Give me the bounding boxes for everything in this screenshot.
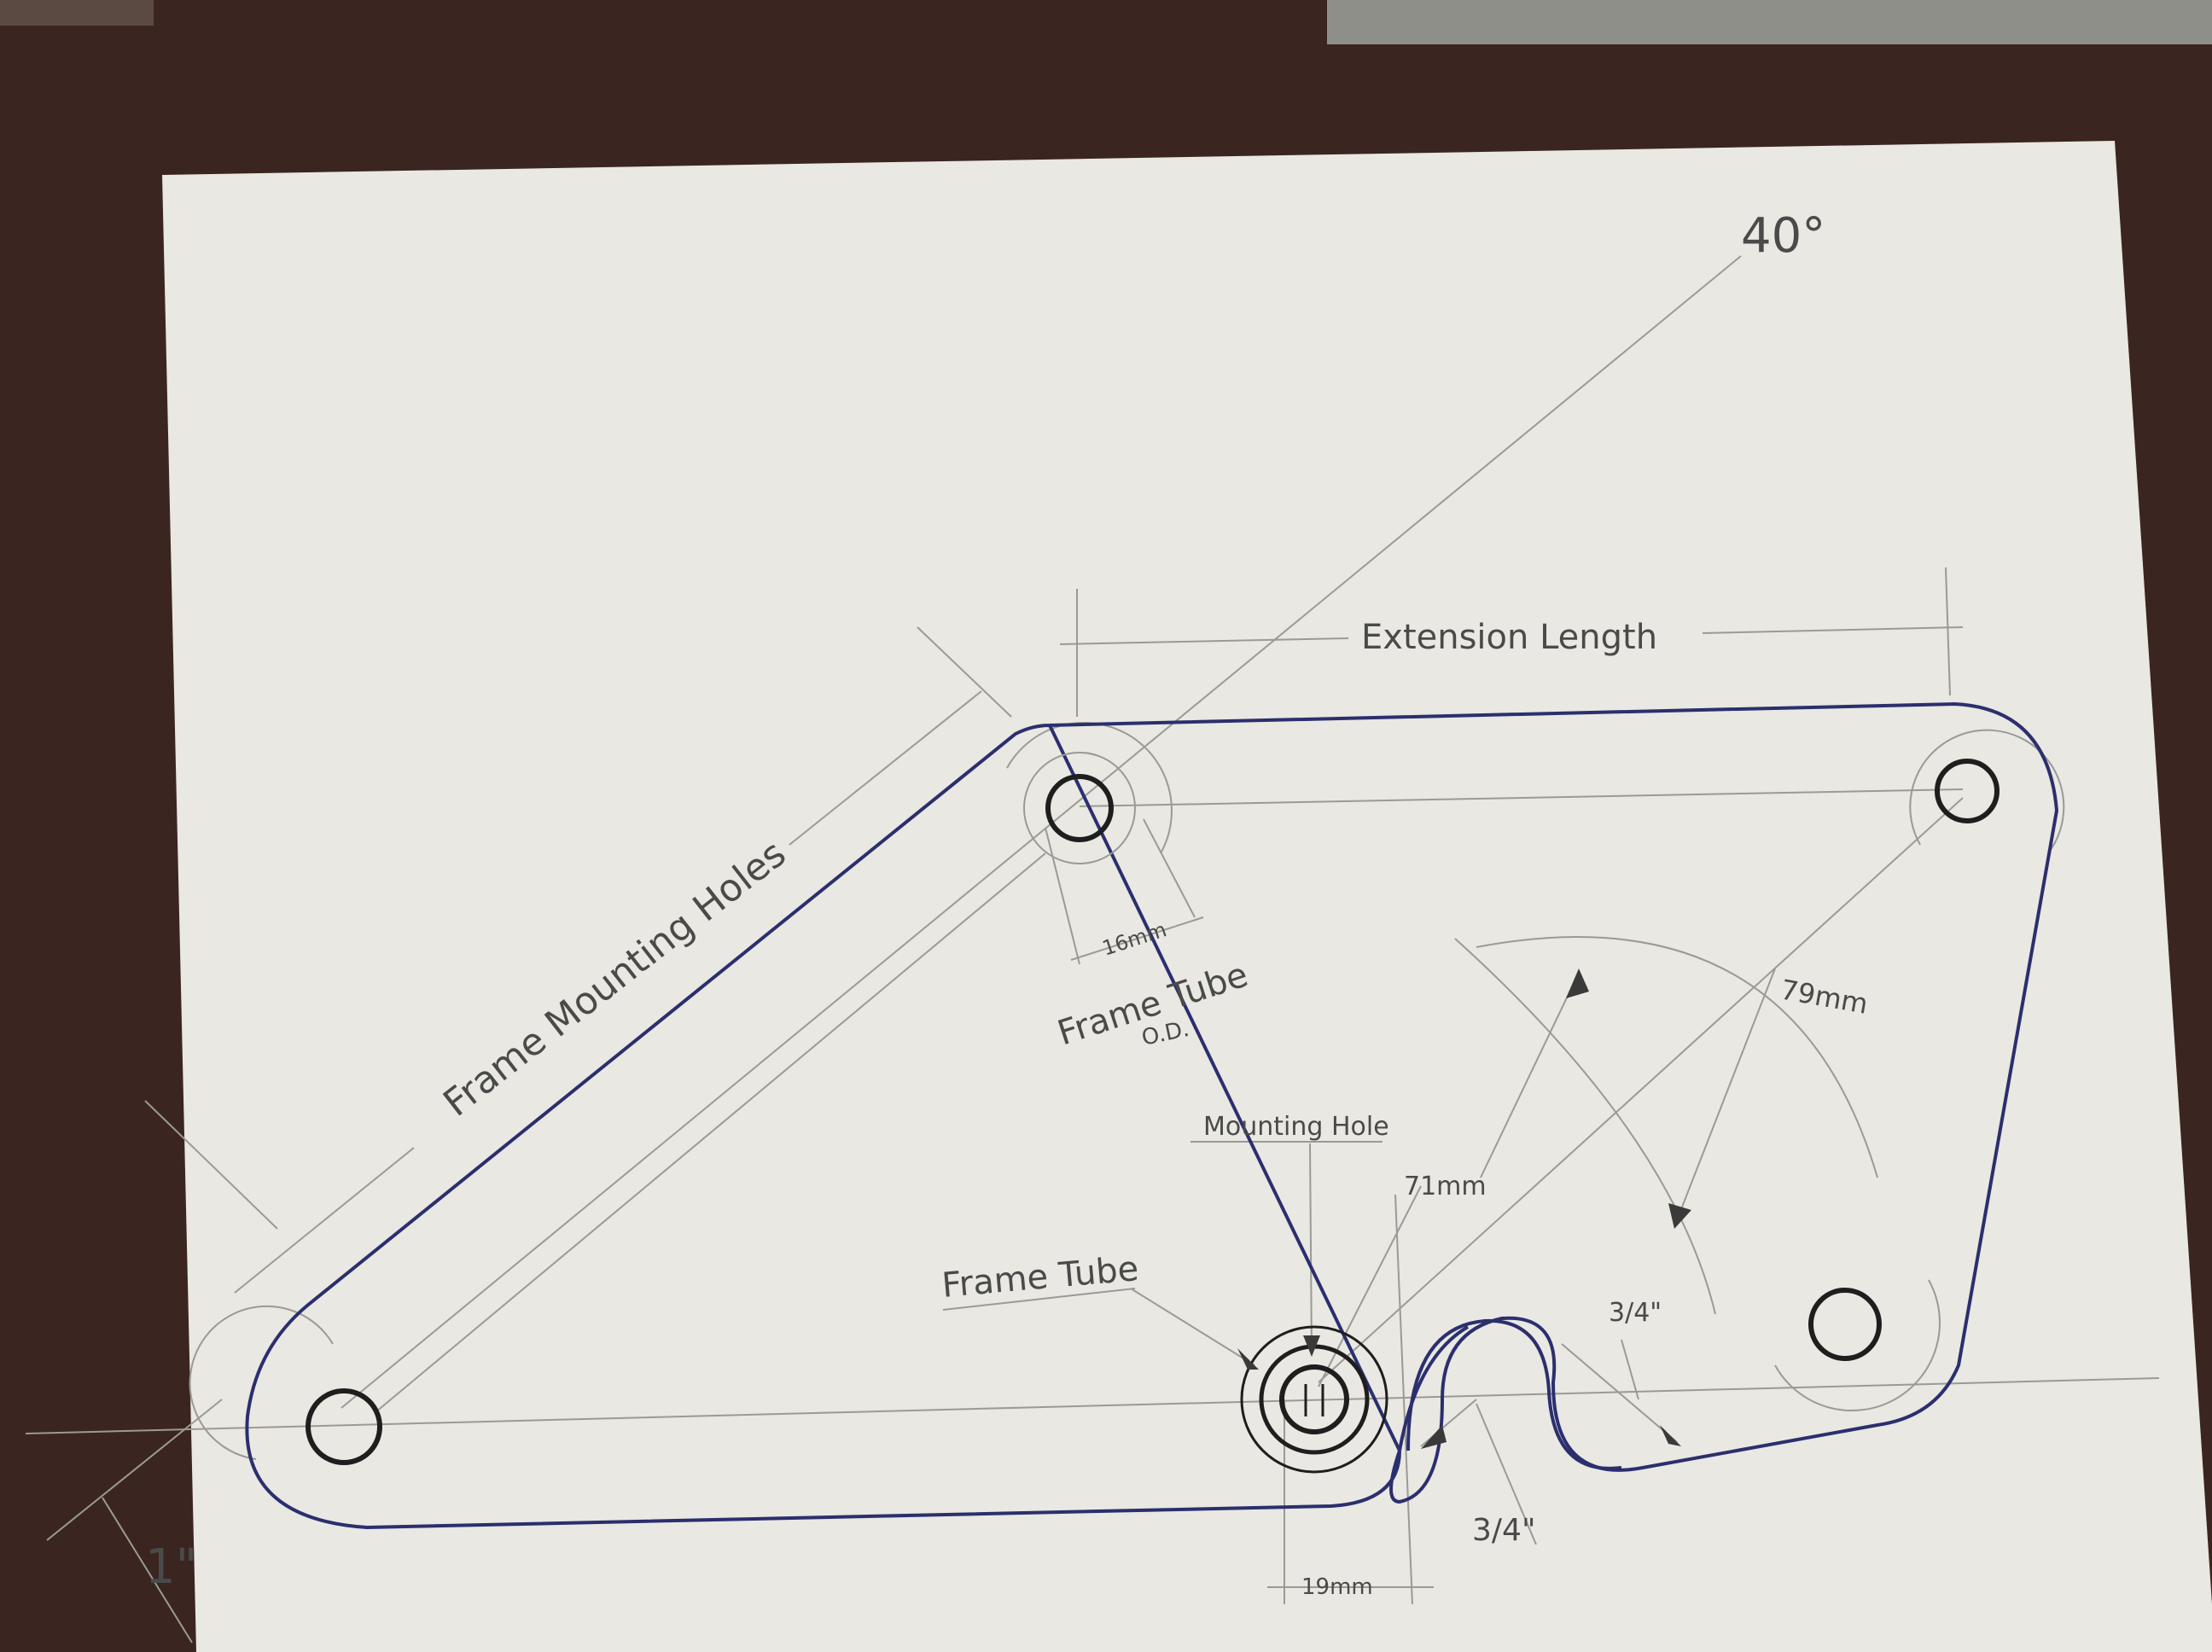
- label-angle: 40°: [1741, 208, 1825, 264]
- label-71mm: 71mm: [1404, 1172, 1487, 1201]
- wave-cutout: [1406, 1318, 1622, 1470]
- bracket-outline: [245, 701, 2059, 1530]
- hole-frame-tube-inner: [1279, 1364, 1349, 1434]
- fmh-dim-line-lower: [234, 1147, 415, 1294]
- ext-dim-line-right: [1702, 626, 1964, 634]
- quarter-top-dim: [1561, 1343, 1678, 1443]
- diagonal-79mm-line: [1318, 797, 1964, 1383]
- arrow-up-head: [1566, 969, 1589, 998]
- arc-right-top-hole: [1909, 729, 2065, 854]
- object-top-left: [0, 0, 154, 26]
- arrowheads: [1237, 969, 1691, 1449]
- arc-large-79mm: [1476, 936, 1878, 1178]
- seventy-one-leader: [1318, 1185, 1422, 1387]
- one-inch-dim-line: [102, 1497, 193, 1643]
- label-extension-length: Extension Length: [1361, 618, 1657, 657]
- hole-bottom-left: [306, 1388, 382, 1465]
- arrow-down-shaft: [1676, 968, 1776, 1221]
- frame-tube-leader: [1130, 1288, 1255, 1366]
- mounting-hole-leader: [1309, 1143, 1313, 1353]
- hole-top-right: [1935, 759, 2000, 823]
- fmh-tick-top: [917, 626, 1012, 718]
- label-three-quarter-bottom: 3/4": [1472, 1513, 1536, 1548]
- label-three-quarter-top: 3/4": [1609, 1298, 1662, 1328]
- label-mounting-hole: Mounting Hole: [1203, 1112, 1389, 1142]
- arrow-down-head: [1668, 1203, 1691, 1229]
- label-19mm: 19mm: [1301, 1574, 1373, 1600]
- hole-right-lower: [1808, 1288, 1882, 1361]
- arrow-quarter-right: [1660, 1425, 1681, 1446]
- quarter-bottom-ext: [1476, 1403, 1537, 1545]
- arrow-up-shaft: [1480, 972, 1580, 1178]
- object-top-right: [1327, 0, 2212, 44]
- od-ext-right: [1143, 818, 1196, 918]
- bracket-perimeter: [245, 701, 2059, 1530]
- fmh-tick-bottom: [144, 1100, 278, 1230]
- fmh-dim-line-upper: [789, 690, 982, 846]
- quarter-top-ext: [1621, 1339, 1639, 1400]
- arc-right-lower-hole: [1774, 1279, 1941, 1411]
- holes: [306, 752, 2000, 1474]
- arrow-quarter-left: [1421, 1425, 1447, 1449]
- frame-tube-underline: [942, 1288, 1136, 1311]
- ext-dim-line-left: [1059, 637, 1349, 645]
- od-ext-left: [1045, 827, 1080, 965]
- lower-guide-line: [375, 852, 1046, 1413]
- od-dim-line: [1070, 916, 1204, 961]
- arc-top-left-hole: [1006, 722, 1173, 854]
- hole-top-left-outer-ring: [1023, 752, 1136, 864]
- hole-top-left: [1045, 774, 1114, 842]
- hole-frame-tube-outer: [1240, 1325, 1388, 1474]
- one-inch-ext: [46, 1399, 223, 1541]
- top-center-line: [1079, 788, 1964, 807]
- arrow-frame-tube-head: [1237, 1348, 1259, 1370]
- label-one-inch: 1": [145, 1539, 197, 1595]
- paper-sheet: [162, 141, 2212, 1652]
- arrow-mounting-head: [1303, 1335, 1320, 1357]
- angle-reference-line: [341, 255, 1742, 1409]
- ext-dim-right-tick: [1945, 567, 1951, 696]
- nineteen-mm-ext-right: [1394, 1194, 1413, 1605]
- arc-large-71mm: [1454, 938, 1716, 1315]
- quarter-bottom-dim: [1420, 1399, 1477, 1447]
